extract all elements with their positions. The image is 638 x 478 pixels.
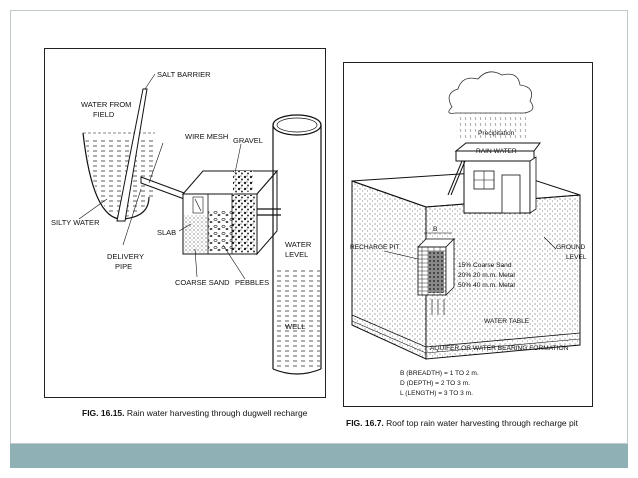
label-coarse-sand-mix: 15% Coarse Sand [458, 262, 512, 269]
dimension-depth: D (DEPTH) = 2 TO 3 m. [400, 380, 470, 387]
field-pond [85, 137, 155, 218]
label-metal-20: 20% 20 m.m. Metal [458, 272, 515, 279]
label-slab: SLAB [157, 228, 176, 237]
caption-text: Roof top rain water harvesting through r… [386, 418, 579, 428]
label-water: WATER [285, 240, 312, 249]
dug-well [272, 114, 322, 375]
label-breadth-marker: B [433, 226, 438, 233]
label-field: FIELD [93, 110, 115, 119]
label-wire-mesh: WIRE MESH [185, 132, 228, 141]
caption-number: FIG. 16.7. [346, 418, 384, 428]
salt-barrier [116, 88, 148, 222]
caption-text: Rain water harvesting through dugwell re… [126, 408, 308, 418]
label-water-table: WATER TABLE [484, 318, 530, 325]
caption-number: FIG. 16.15. [82, 408, 125, 418]
figure-rooftop-recharge: Precipitation RAIN WATER RECHARGE PIT GR… [343, 62, 593, 407]
caption-fig-16-7: FIG. 16.7. Roof top rain water harvestin… [346, 418, 578, 428]
recharge-pit [417, 232, 455, 315]
label-ground: GROUND [556, 244, 586, 251]
figure-dugwell-recharge: SALT BARRIER WATER FROM FIELD WIRE MESH … [44, 48, 326, 398]
label-water-from: WATER FROM [81, 100, 131, 109]
footer-bar [10, 444, 628, 468]
dimension-length: L (LENGTH) = 3 TO 3 m. [400, 390, 473, 397]
label-pipe: PIPE [115, 262, 132, 271]
label-ground-level: LEVEL [566, 254, 587, 261]
rooftop-diagram: Precipitation RAIN WATER RECHARGE PIT GR… [350, 71, 587, 397]
filter-chamber [181, 169, 281, 256]
dugwell-diagram: SALT BARRIER WATER FROM FIELD WIRE MESH … [51, 70, 322, 375]
label-gravel: GRAVEL [233, 136, 263, 145]
label-silty-water: SILTY WATER [51, 218, 100, 227]
label-salt-barrier: SALT BARRIER [157, 70, 211, 79]
label-well: WELL [285, 322, 305, 331]
label-precipitation: Precipitation [478, 130, 515, 137]
house [447, 142, 541, 214]
label-recharge-pit: RECHARGE PIT [350, 244, 399, 251]
label-pebbles: PEBBLES [235, 278, 269, 287]
label-aquifer: AQUIFER OR WATER BEARING FORMATION [430, 345, 569, 352]
label-delivery: DELIVERY [107, 252, 144, 261]
label-level: LEVEL [285, 250, 308, 259]
label-coarse-sand: COARSE SAND [175, 278, 230, 287]
label-metal-40: 50% 40 m.m. Metal [458, 282, 515, 289]
dimension-breadth: B (BREADTH) = 1 TO 2 m. [400, 370, 479, 377]
caption-fig-16-15: FIG. 16.15. Rain water harvesting throug… [82, 408, 307, 418]
cloud [448, 71, 534, 114]
label-rain-water: RAIN WATER [476, 148, 517, 155]
